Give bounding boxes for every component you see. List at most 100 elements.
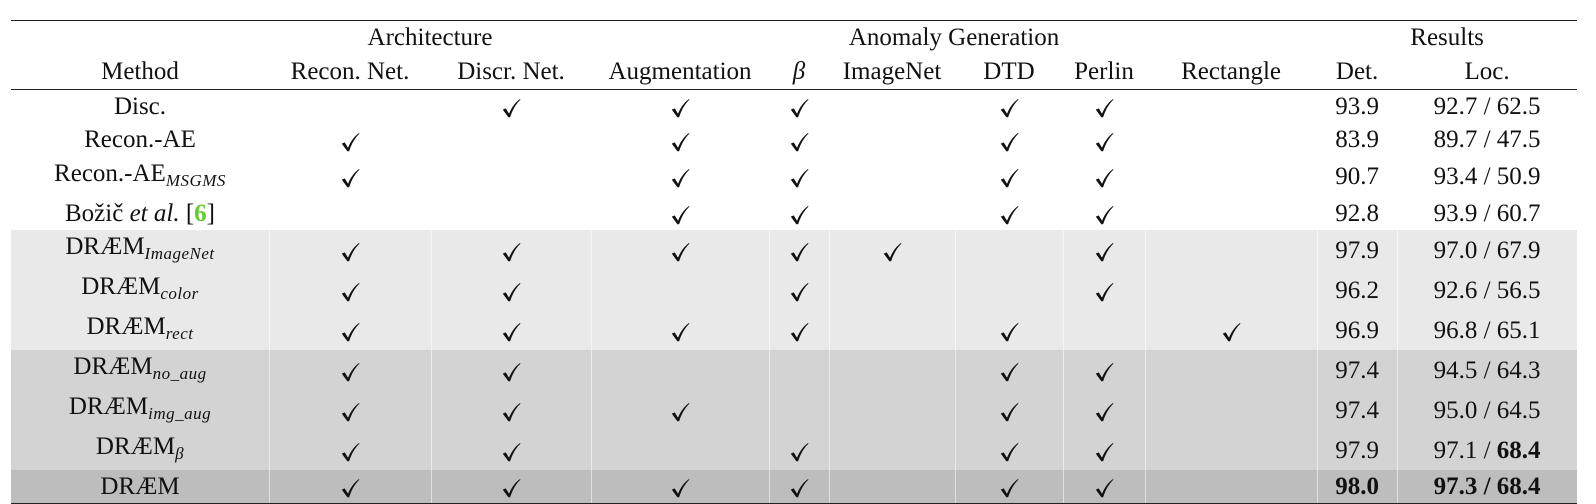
method-name: DRÆM — [86, 313, 166, 340]
check-cell-augmentation — [591, 123, 769, 157]
checkmark-icon — [1000, 362, 1019, 382]
method-subscript: β — [175, 444, 185, 463]
method-cell: DRÆM — [11, 470, 269, 504]
checkmark-icon — [1095, 132, 1114, 151]
citation-close: ] — [206, 199, 215, 227]
check-cell-dtd — [955, 230, 1063, 270]
method-cell: DRÆMrect — [11, 310, 269, 350]
check-cell-recon-net — [269, 230, 431, 270]
method-subscript: MSGMS — [165, 170, 226, 190]
check-cell-augmentation — [591, 270, 769, 310]
check-cell-discr-net — [431, 390, 591, 430]
det-value: 96.9 — [1317, 310, 1398, 350]
method-cell: DRÆMImageNet — [11, 230, 269, 270]
checkmark-icon — [1095, 242, 1114, 262]
loc-value: 92.6 / 56.5 — [1397, 270, 1578, 310]
loc-image-auroc: 93.4 / — [1433, 163, 1497, 190]
check-cell-beta — [769, 230, 829, 270]
method-name: DRÆM — [81, 273, 161, 300]
checkmark-icon — [502, 242, 521, 262]
check-cell-augmentation — [591, 350, 769, 390]
check-cell-perlin — [1063, 90, 1145, 124]
checkmark-icon — [1000, 205, 1019, 225]
checkmark-icon — [1000, 99, 1019, 118]
check-cell-beta — [769, 430, 829, 470]
loc-value: 95.0 / 64.5 — [1397, 390, 1578, 430]
group-results: Results — [1317, 20, 1578, 55]
check-cell-imagenet — [829, 430, 955, 470]
method-name: DRÆM — [65, 233, 145, 260]
method-cell: Recon.-AEMSGMS — [11, 157, 269, 197]
checkmark-icon — [1000, 479, 1019, 498]
citation-link[interactable]: 6 — [194, 199, 207, 227]
check-cell-discr-net — [431, 197, 591, 231]
check-cell-recon-net — [269, 197, 431, 231]
check-cell-perlin — [1063, 470, 1145, 504]
checkmark-icon — [790, 322, 809, 342]
check-cell-augmentation — [591, 430, 769, 470]
check-cell-dtd — [955, 270, 1063, 310]
col-beta: β — [769, 55, 829, 90]
checkmark-icon — [790, 99, 809, 118]
check-cell-dtd — [955, 90, 1063, 124]
checkmark-icon — [1095, 169, 1114, 188]
checkmark-icon — [671, 132, 690, 151]
det-value: 92.8 — [1335, 199, 1379, 227]
check-cell-beta — [769, 470, 829, 504]
check-cell-augmentation — [591, 197, 769, 231]
checkmark-icon — [502, 99, 521, 118]
method-name: DRÆM — [95, 433, 176, 460]
check-cell-augmentation — [591, 470, 769, 504]
check-cell-imagenet — [829, 123, 955, 157]
checkmark-icon — [341, 402, 360, 422]
loc-image-auroc: 89.7 / — [1433, 126, 1497, 154]
check-cell-recon-net — [269, 430, 431, 470]
col-recon-net: Recon. Net. — [269, 55, 431, 90]
method-cell: Recon.-AE — [11, 123, 269, 157]
loc-pixel-ap: 64.3 — [1496, 356, 1541, 384]
check-cell-recon-net — [269, 270, 431, 310]
col-method: Method — [11, 55, 269, 90]
method-name: Recon.-AE — [54, 159, 166, 187]
checkmark-icon — [341, 362, 360, 382]
check-cell-discr-net — [431, 157, 591, 197]
check-cell-dtd — [955, 470, 1063, 504]
loc-image-auroc: 96.8 / — [1433, 316, 1497, 344]
checkmark-icon — [502, 402, 521, 422]
method-name: Disc. — [113, 93, 167, 120]
check-cell-rectangle — [1145, 270, 1318, 310]
check-cell-recon-net — [269, 123, 431, 157]
check-cell-perlin — [1063, 157, 1145, 197]
det-value: 97.9 — [1317, 430, 1398, 470]
check-cell-rectangle — [1145, 350, 1318, 390]
method-cell: DRÆMcolor — [11, 270, 269, 310]
check-cell-perlin — [1063, 123, 1145, 157]
method-name: DRÆM — [73, 353, 153, 380]
check-cell-imagenet — [829, 157, 955, 197]
loc-pixel-ap: 65.1 — [1496, 316, 1541, 344]
method-cell: DRÆMimg_aug — [11, 390, 269, 430]
group-architecture: Architecture — [269, 20, 591, 55]
loc-image-auroc: 97.1 / — [1433, 436, 1497, 464]
method-name: DRÆM — [100, 473, 180, 500]
col-dtd: DTD — [955, 55, 1063, 90]
checkmark-icon — [1000, 402, 1019, 422]
check-cell-recon-net — [269, 90, 431, 124]
checkmark-icon — [883, 242, 902, 262]
check-cell-discr-net — [431, 430, 591, 470]
method-name: DRÆM — [68, 393, 149, 420]
check-cell-perlin — [1063, 197, 1145, 231]
checkmark-icon — [790, 242, 809, 262]
loc-value: 97.0 / 67.9 — [1397, 230, 1578, 270]
loc-pixel-ap: 68.4 — [1496, 473, 1541, 500]
checkmark-icon — [790, 282, 809, 302]
method-subscript: color — [160, 284, 199, 303]
method-subscript: ImageNet — [144, 244, 215, 263]
loc-image-auroc: 97.3 / — [1433, 473, 1497, 500]
citation-open: [ — [179, 199, 195, 227]
check-cell-augmentation — [591, 390, 769, 430]
